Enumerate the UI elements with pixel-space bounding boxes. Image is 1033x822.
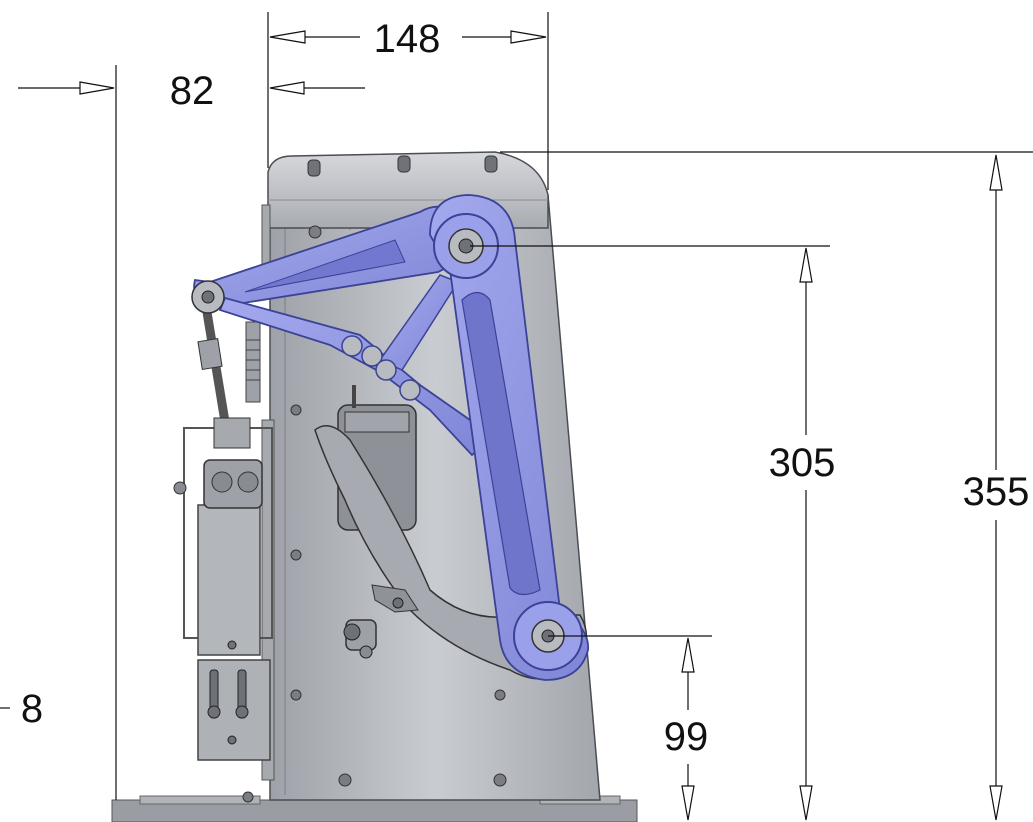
- dimension-lower-pivot-height: 99: [664, 715, 709, 759]
- dimension-total-height: 355: [963, 470, 1030, 514]
- dimension-left-offset: 82: [170, 69, 215, 113]
- pivot-top: [433, 213, 499, 279]
- pivot-left: [191, 280, 225, 314]
- dimension-pivot-height: 305: [769, 441, 836, 485]
- dimension-top-width: 148: [374, 17, 441, 61]
- dimension-lines: [0, 12, 1033, 821]
- dimension-base-offset: 8: [21, 687, 43, 731]
- side-actuator-assembly: [173, 299, 273, 761]
- linkage-arms: [191, 194, 589, 681]
